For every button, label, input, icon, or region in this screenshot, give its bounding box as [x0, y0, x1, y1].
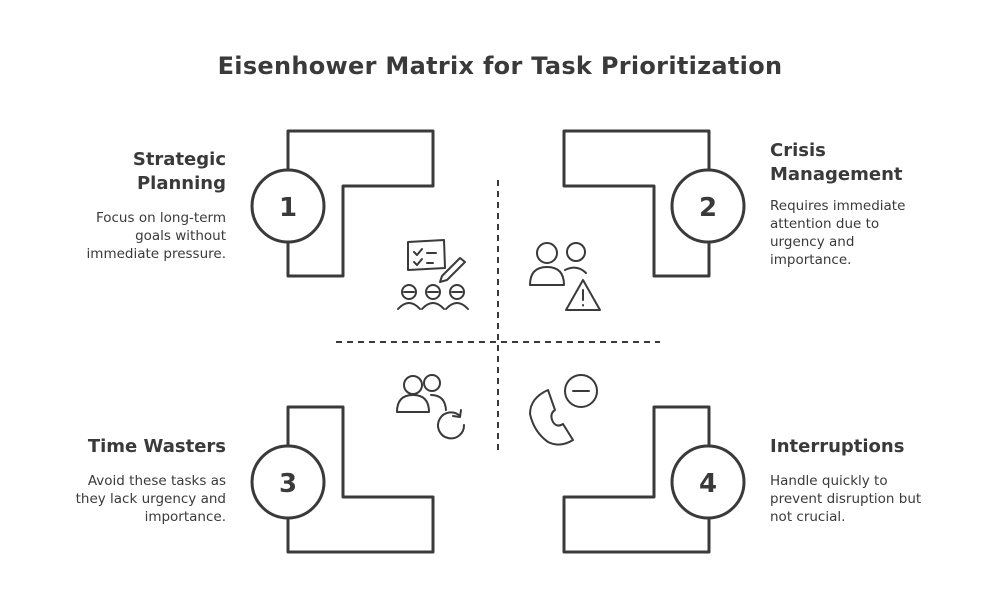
strategic-planning-icon	[397, 239, 469, 310]
quadrant-1-description: Focus on long-term goals without immedia…	[86, 210, 226, 262]
diagram-title: Eisenhower Matrix for Task Prioritizatio…	[217, 52, 783, 80]
quadrant-3-description: Avoid these tasks as they lack urgency a…	[75, 473, 226, 525]
quadrant-3-frame	[286, 405, 435, 554]
quadrant-2-frame	[562, 129, 711, 278]
quadrant-2-number: 2	[699, 193, 717, 223]
quadrant-4-frame	[562, 405, 711, 554]
quadrant-4-number: 4	[699, 469, 717, 499]
quadrant-1-frame	[286, 129, 435, 278]
quadrant-1-title: Strategic Planning	[132, 149, 226, 194]
quadrant-3-circle	[250, 444, 326, 520]
quadrant-1-circle	[250, 168, 326, 244]
quadrant-2-circle	[670, 168, 746, 244]
quadrant-1-number: 1	[279, 193, 297, 223]
quadrant-3-title: Time Wasters	[87, 436, 226, 457]
quadrant-4-description: Handle quickly to prevent disruption but…	[770, 473, 922, 525]
quadrant-2-description: Requires immediate attention due to urge…	[770, 198, 906, 268]
quadrant-3-number: 3	[279, 469, 297, 499]
quadrant-4-title: Interruptions	[770, 436, 905, 457]
crisis-alert-icon	[529, 242, 601, 311]
quadrant-2-title: Crisis Management	[770, 140, 903, 185]
phone-minus-icon	[529, 374, 598, 446]
users-refresh-icon	[396, 374, 466, 440]
quadrant-4-circle	[670, 444, 746, 520]
